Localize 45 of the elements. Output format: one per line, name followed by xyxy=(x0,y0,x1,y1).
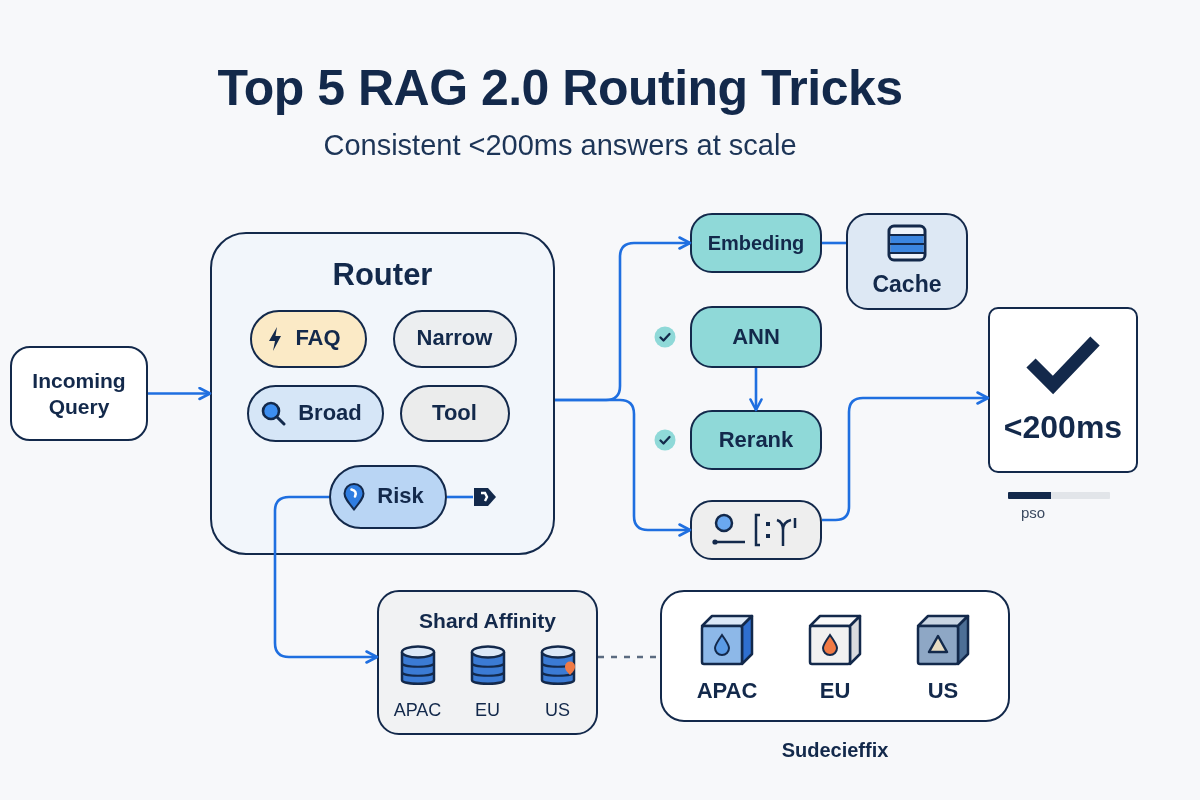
note-label: pso xyxy=(1021,504,1047,522)
route-pill xyxy=(392,309,517,368)
process-box xyxy=(10,346,148,441)
pill-label: Tool xyxy=(431,399,478,427)
shard-panel xyxy=(377,590,598,735)
pill-label: Risk xyxy=(376,483,425,510)
subtitle: Consistent <200ms answers at scale xyxy=(322,128,798,163)
tag-icon xyxy=(472,486,497,507)
process-box xyxy=(988,307,1138,473)
node-title: ANN xyxy=(731,323,781,351)
route-pill xyxy=(249,309,367,368)
region-label: EU xyxy=(819,678,851,705)
node-title: Incoming Query xyxy=(31,367,127,420)
process-box xyxy=(690,306,822,368)
region-label: EU xyxy=(475,699,500,722)
connector-line xyxy=(447,495,473,499)
arrow xyxy=(822,391,990,522)
region-label: US xyxy=(545,699,570,722)
node-title: Rerank xyxy=(717,426,795,454)
panel-title: Shard Affinity xyxy=(418,608,557,634)
region-label: US xyxy=(927,678,959,705)
connector-line xyxy=(822,241,846,245)
pill-label: Broad xyxy=(297,399,363,427)
process-box xyxy=(690,213,822,273)
page-title: Top 5 RAG 2.0 Routing Tricks xyxy=(216,60,904,118)
region-panel xyxy=(660,590,1010,722)
pill-label: Narrow xyxy=(415,325,494,352)
arrow xyxy=(749,368,763,412)
region-label: APAC xyxy=(393,699,442,722)
panel-title: Router xyxy=(331,256,434,294)
node-title: <200ms xyxy=(1002,408,1124,448)
node-title: Embeding xyxy=(706,230,806,256)
router-panel xyxy=(210,232,555,555)
route-pill xyxy=(246,384,384,442)
pill-label: FAQ xyxy=(294,325,342,352)
process-box xyxy=(690,500,822,560)
route-pill xyxy=(399,384,510,442)
arrow xyxy=(273,495,379,664)
process-box xyxy=(846,213,968,310)
process-box xyxy=(690,410,822,470)
arrow xyxy=(148,386,212,401)
panel-caption: Sudecieffix xyxy=(780,738,890,762)
arrow xyxy=(555,398,692,537)
region-label: APAC xyxy=(696,678,758,705)
node-title: Cache xyxy=(871,270,943,299)
